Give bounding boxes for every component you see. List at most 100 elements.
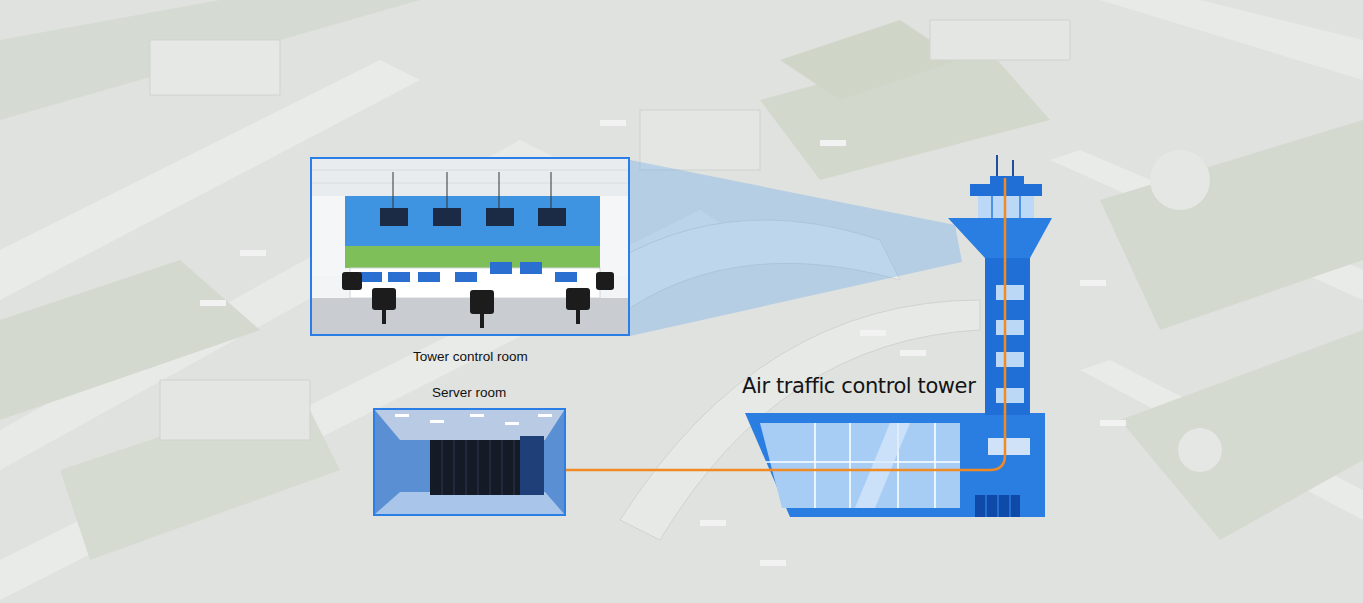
airport-aerial-background xyxy=(240,250,266,256)
photo-caption: Server room xyxy=(432,385,506,401)
airport-aerial-background xyxy=(200,120,1126,566)
control-tower xyxy=(997,155,1013,176)
tower-node: Air traffic control tower xyxy=(740,178,1055,518)
control-tower xyxy=(992,196,1020,218)
control-tower xyxy=(1019,196,1021,218)
control-room-photo xyxy=(418,272,440,282)
airport-aerial-background xyxy=(860,330,886,336)
control-room-photo xyxy=(360,262,577,282)
control-tower xyxy=(1012,160,1014,176)
server-room-photo xyxy=(454,440,455,495)
control-room-photo xyxy=(382,310,386,324)
airport-aerial-background xyxy=(1100,0,1363,80)
control-room-photo xyxy=(447,172,448,208)
airport-aerial-background xyxy=(1100,120,1363,330)
control-room-photo xyxy=(433,208,461,226)
server-room-photo xyxy=(374,409,565,515)
server-room-photo xyxy=(395,414,409,417)
control-room-photo xyxy=(490,262,512,274)
airport-aerial-background xyxy=(1100,420,1126,426)
control-room-photo xyxy=(486,208,514,226)
control-tower xyxy=(996,155,998,176)
control-room-photo xyxy=(342,272,614,328)
cable-connector xyxy=(566,178,1005,470)
control-room-photo xyxy=(576,310,580,324)
control-tower xyxy=(934,423,936,508)
airport-aerial-background xyxy=(760,560,786,566)
control-room-photo xyxy=(499,172,500,208)
control-room-photo xyxy=(538,208,566,226)
control-room-photo xyxy=(380,208,408,226)
control-room-photo xyxy=(555,272,577,282)
server-room-photo xyxy=(538,414,552,417)
control-room-photo xyxy=(480,314,484,328)
control-tower xyxy=(988,438,1030,455)
control-tower xyxy=(997,495,999,517)
server-room-photo xyxy=(502,440,503,495)
server-room-photo xyxy=(514,440,515,495)
control-tower xyxy=(849,423,851,508)
airport-aerial-background xyxy=(150,40,280,95)
control-tower xyxy=(975,495,1020,517)
airport-aerial-background xyxy=(900,350,926,356)
server-room-photo xyxy=(395,414,552,425)
control-room-photo xyxy=(393,172,394,208)
control-room-photo xyxy=(342,272,362,290)
airport-aerial-background xyxy=(1150,150,1210,210)
tower-label: Air traffic control tower xyxy=(742,374,975,398)
control-room-photo xyxy=(311,158,629,335)
control-room-photo xyxy=(311,170,629,171)
airport-aerial-background xyxy=(640,110,760,170)
control-tower xyxy=(996,320,1024,335)
control-room-photo xyxy=(311,158,629,335)
server-room-photo xyxy=(374,409,565,515)
server-room-photo xyxy=(466,440,467,495)
control-tower xyxy=(814,423,816,508)
airport-aerial-background xyxy=(700,520,726,526)
control-tower xyxy=(985,495,987,517)
control-tower xyxy=(991,196,993,218)
airport-aerial-background xyxy=(200,300,226,306)
control-tower xyxy=(970,184,1042,196)
control-tower xyxy=(1009,495,1011,517)
control-room-photo xyxy=(311,170,629,183)
control-tower xyxy=(855,423,910,508)
server-room-photo xyxy=(374,409,565,515)
photo-box: Server room xyxy=(373,383,566,517)
server-room-photo xyxy=(442,440,443,495)
control-room-photo xyxy=(372,288,396,310)
control-room-photo xyxy=(520,262,542,274)
airport-aerial-background xyxy=(1120,330,1363,540)
server-room-photo xyxy=(490,440,491,495)
control-tower xyxy=(766,461,960,463)
server-room-photo xyxy=(374,492,565,515)
control-tower xyxy=(766,423,960,508)
control-room-photo xyxy=(566,288,590,310)
control-tower xyxy=(990,176,1024,184)
control-room-photo xyxy=(311,196,345,276)
control-room-photo xyxy=(455,272,477,282)
control-tower xyxy=(996,388,1024,403)
airport-aerial-background xyxy=(1080,280,1106,286)
airport-aerial-background xyxy=(820,140,846,146)
server-room-photo xyxy=(478,440,479,495)
control-tower xyxy=(986,495,1010,517)
control-tower xyxy=(996,352,1024,367)
photo-caption: Tower control room xyxy=(413,349,528,365)
control-room-photo xyxy=(345,246,600,268)
control-tower xyxy=(745,155,1052,517)
control-room-photo xyxy=(470,290,494,314)
control-tower xyxy=(760,423,960,508)
control-room-photo xyxy=(600,196,629,276)
control-tower xyxy=(996,285,1024,300)
control-room-photo xyxy=(393,172,551,208)
control-room-photo xyxy=(311,158,629,335)
view-beam xyxy=(630,160,962,336)
control-tower xyxy=(948,218,1052,258)
control-room-photo xyxy=(388,272,410,282)
control-room-photo xyxy=(596,272,614,290)
